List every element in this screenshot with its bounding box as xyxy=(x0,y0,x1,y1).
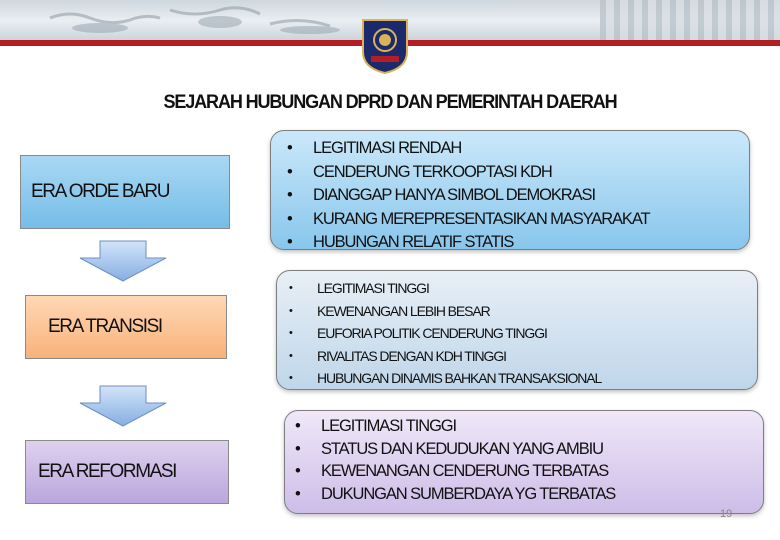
list-item-text: LEGITIMASI TINGGI xyxy=(317,280,430,296)
era-reformasi-box: ERA REFORMASI xyxy=(25,440,229,504)
list-item-text: DUKUNGAN SUMBERDAYA YG TERBATAS xyxy=(321,484,616,503)
bullet-icon: • xyxy=(289,304,293,317)
list-item: • DIANGGAP HANYA SIMBOL DEMOKRASI xyxy=(287,184,650,208)
list-item: • KURANG MEREPRESENTASIKAN MASYARAKAT xyxy=(287,208,651,232)
page-title: SEJARAH HUBUNGAN DPRD DAN PEMERINTAH DAE… xyxy=(163,92,617,113)
bullet-icon: • xyxy=(289,349,293,362)
reformasi-characteristics: • LEGITIMASI TINGGI • STATUS DAN KEDUDUKAN… xyxy=(284,410,764,514)
characteristics-list: • LEGITIMASI RENDAH • CENDERUNG TERKOOPTAS… xyxy=(287,137,651,255)
bullet-icon: • xyxy=(287,162,293,181)
bullet-icon: • xyxy=(289,372,293,384)
characteristics-list: • LEGITIMASI TINGGI • KEWENANGAN LEBIH BES… xyxy=(289,277,602,390)
ministry-logo xyxy=(362,19,408,74)
list-item: • DUKUNGAN SUMBERDAYA YG TERBATAS xyxy=(295,483,616,506)
list-item: • LEGITIMASI RENDAH xyxy=(287,137,650,161)
down-arrow-icon xyxy=(79,240,167,282)
header-banner xyxy=(0,0,780,46)
bullet-icon: • xyxy=(287,186,293,204)
list-item: • STATUS DAN KEDUDUKAN YANG AMBIU xyxy=(295,438,615,461)
era-transisi-label: ERA TRANSISI xyxy=(48,316,163,337)
transisi-characteristics: • LEGITIMASI TINGGI • KEWENANGAN LEBIH BES… xyxy=(276,270,758,390)
bullet-icon: • xyxy=(289,327,293,339)
bullet-icon: • xyxy=(287,209,293,228)
era-orde-baru-label: ERA ORDE BARU xyxy=(31,181,170,202)
list-item-text: STATUS DAN KEDUDUKAN YANG AMBIU xyxy=(321,439,604,458)
list-item: • HUBUNGAN DINAMIS BAHKAN TRANSAKSIONAL xyxy=(289,367,602,390)
list-item-text: KEWENANGAN CENDERUNG TERBATAS xyxy=(321,462,609,480)
list-item-text: EUFORIA POLITIK CENDERUNG TINGGI xyxy=(317,325,548,341)
list-item: • EUFORIA POLITIK CENDERUNG TINGGI xyxy=(289,322,601,345)
list-item-text: LEGITIMASI RENDAH xyxy=(313,139,462,157)
list-item: • RIVALITAS DENGAN KDH TINGGI xyxy=(289,345,601,368)
page-number: 19 xyxy=(720,508,733,520)
characteristics-list: • LEGITIMASI TINGGI • STATUS DAN KEDUDUKAN… xyxy=(295,415,616,506)
bullet-icon: • xyxy=(287,233,293,251)
era-orde-baru-box: ERA ORDE BARU xyxy=(20,155,230,229)
list-item-text: CENDERUNG TERKOOPTASI KDH xyxy=(313,162,553,181)
bullet-icon: • xyxy=(295,484,301,503)
orde-baru-characteristics: • LEGITIMASI RENDAH • CENDERUNG TERKOOPTAS… xyxy=(270,130,750,251)
list-item: • KEWENANGAN CENDERUNG TERBATAS xyxy=(295,460,615,483)
era-reformasi-label: ERA REFORMASI xyxy=(38,461,177,482)
list-item-text: HUBUNGAN DINAMIS BAHKAN TRANSAKSIONAL xyxy=(317,370,602,386)
list-item: • LEGITIMASI TINGGI xyxy=(289,277,601,300)
bullet-icon: • xyxy=(295,439,301,458)
list-item-text: RIVALITAS DENGAN KDH TINGGI xyxy=(317,347,507,364)
map-background xyxy=(49,6,340,34)
building-image xyxy=(600,0,780,46)
list-item-text: KEWENANGAN LEBIH BESAR xyxy=(317,302,491,319)
bullet-icon: • xyxy=(289,282,293,294)
list-item: • HUBUNGAN RELATIF STATIS xyxy=(287,231,650,255)
bullet-icon: • xyxy=(295,462,301,480)
list-item: • LEGITIMASI TINGGI xyxy=(295,415,615,438)
list-item-text: KURANG MEREPRESENTASIKAN MASYARAKAT xyxy=(313,209,651,228)
list-item-text: DIANGGAP HANYA SIMBOL DEMOKRASI xyxy=(313,186,596,204)
list-item-text: HUBUNGAN RELATIF STATIS xyxy=(313,233,514,251)
list-item-text: LEGITIMASI TINGGI xyxy=(321,417,457,435)
down-arrow-icon xyxy=(79,385,167,427)
bullet-icon: • xyxy=(287,139,293,157)
era-transisi-box: ERA TRANSISI xyxy=(25,295,227,359)
bullet-icon: • xyxy=(295,417,301,435)
list-item: • KEWENANGAN LEBIH BESAR xyxy=(289,300,601,323)
list-item: • CENDERUNG TERKOOPTASI KDH xyxy=(287,161,650,185)
